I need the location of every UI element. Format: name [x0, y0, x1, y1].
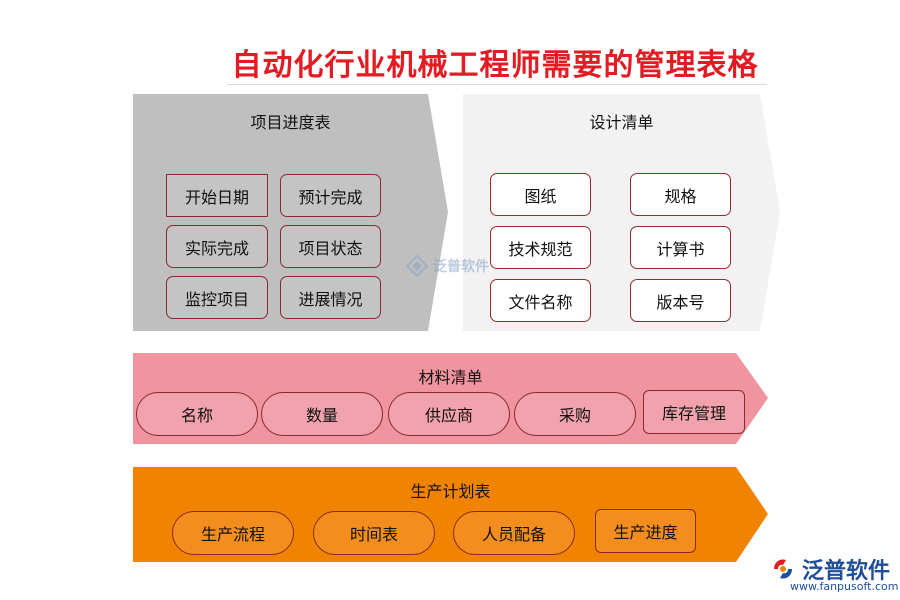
project-schedule-label: 项目进度表 — [250, 113, 331, 132]
design-list-label: 设计清单 — [589, 113, 654, 132]
item-production-process: 生产流程 — [172, 511, 294, 555]
material-list-band: 材料清单 名称 数量 供应商 采购 库存管理 — [133, 353, 768, 444]
item-name: 名称 — [136, 392, 258, 436]
project-schedule-band: 项目进度表 开始日期 预计完成 实际完成 项目状态 监控项目 进展情况 — [133, 94, 448, 331]
watermark: 泛普软件 — [405, 254, 489, 278]
watermark-text: 泛普软件 — [433, 259, 489, 275]
item-quantity: 数量 — [261, 392, 383, 436]
item-specifications: 规格 — [630, 173, 731, 216]
item-version-number: 版本号 — [630, 279, 731, 322]
item-inventory-management: 库存管理 — [643, 390, 745, 434]
item-procurement: 采购 — [514, 392, 636, 436]
fanpu-logo-icon — [405, 254, 429, 278]
item-progress-status: 进展情况 — [280, 276, 381, 319]
page-title: 自动化行业机械工程师需要的管理表格 — [231, 48, 759, 83]
design-list-band: 设计清单 图纸 规格 技术规范 计算书 文件名称 版本号 — [463, 94, 780, 331]
brand-url: www.fanpusoft.com — [790, 580, 899, 593]
band-arrow-shape — [463, 94, 780, 331]
item-project-status: 项目状态 — [280, 225, 381, 268]
item-technical-specs: 技术规范 — [490, 226, 591, 269]
title-divider — [227, 84, 767, 85]
item-schedule: 时间表 — [313, 511, 435, 555]
item-production-progress: 生产进度 — [595, 509, 696, 553]
brand-logo-text: 泛普软件 — [802, 559, 891, 584]
item-staffing: 人员配备 — [453, 511, 575, 555]
item-start-date: 开始日期 — [166, 174, 268, 217]
item-file-name: 文件名称 — [490, 279, 591, 322]
item-expected-completion: 预计完成 — [280, 174, 381, 217]
material-list-label: 材料清单 — [418, 368, 483, 387]
item-drawings: 图纸 — [490, 173, 591, 216]
brand-logo: 泛普软件 — [770, 553, 890, 585]
fanpu-logo-icon — [774, 559, 792, 579]
item-supplier: 供应商 — [388, 392, 510, 436]
item-monitor-project: 监控项目 — [166, 276, 268, 319]
item-actual-completion: 实际完成 — [166, 225, 268, 268]
production-plan-label: 生产计划表 — [410, 482, 491, 501]
production-plan-band: 生产计划表 生产流程 时间表 人员配备 生产进度 — [133, 467, 768, 562]
item-calculation-book: 计算书 — [630, 226, 731, 269]
